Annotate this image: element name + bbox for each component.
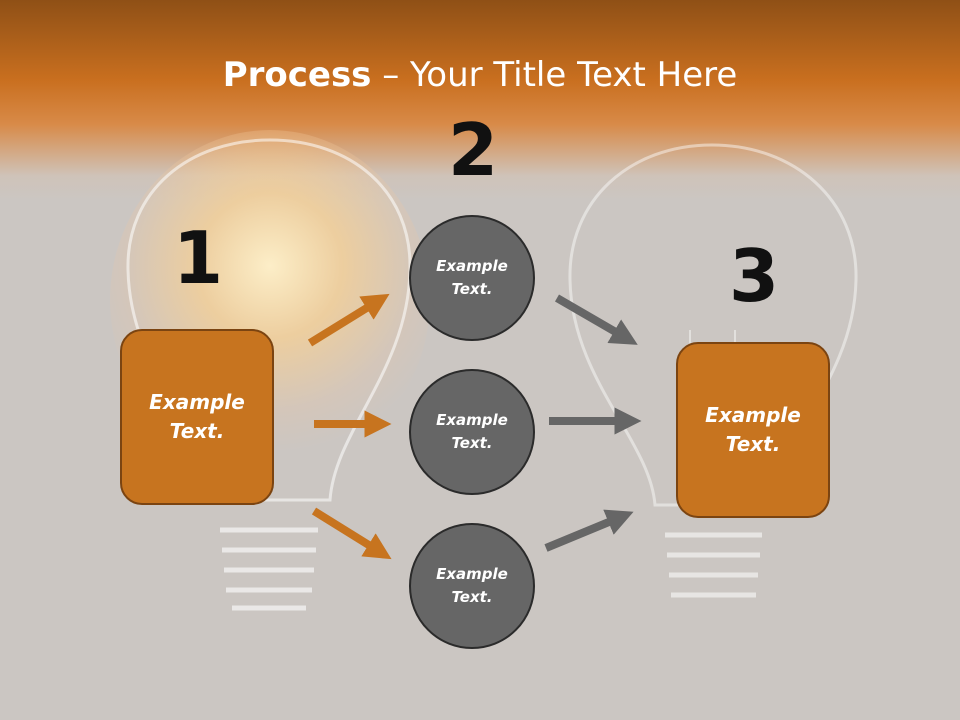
arrow-bottom-to-right: [544, 509, 634, 552]
slide-title: Process – Your Title Text Here: [0, 52, 960, 98]
step-2-circle-middle: Example Text.: [409, 369, 535, 495]
arrow-left-to-bottom: [311, 507, 392, 560]
circle-middle-text: Example Text.: [436, 411, 508, 452]
arrow-left-to-top: [307, 293, 390, 347]
step-2-circle-top: Example Text.: [409, 215, 535, 341]
title-bold: Process: [222, 55, 372, 95]
arrow-top-to-right: [554, 294, 638, 345]
step-2-circle-bottom: Example Text.: [409, 523, 535, 649]
unlit-bulb-base-icon: [665, 532, 762, 598]
step-1-box: Example Text.: [120, 329, 274, 505]
title-band: [0, 0, 960, 200]
title-rest: – Your Title Text Here: [371, 55, 738, 95]
step-3-text: Example Text.: [705, 403, 801, 456]
step-1-text: Example Text.: [149, 390, 245, 443]
step-number-2: 2: [447, 108, 499, 192]
circle-top-text: Example Text.: [436, 257, 508, 298]
step-number-1: 1: [172, 216, 224, 300]
lit-bulb-base-icon: [220, 527, 318, 611]
step-3-box: Example Text.: [676, 342, 830, 518]
circle-bottom-text: Example Text.: [436, 565, 508, 606]
step-number-3: 3: [728, 234, 780, 318]
